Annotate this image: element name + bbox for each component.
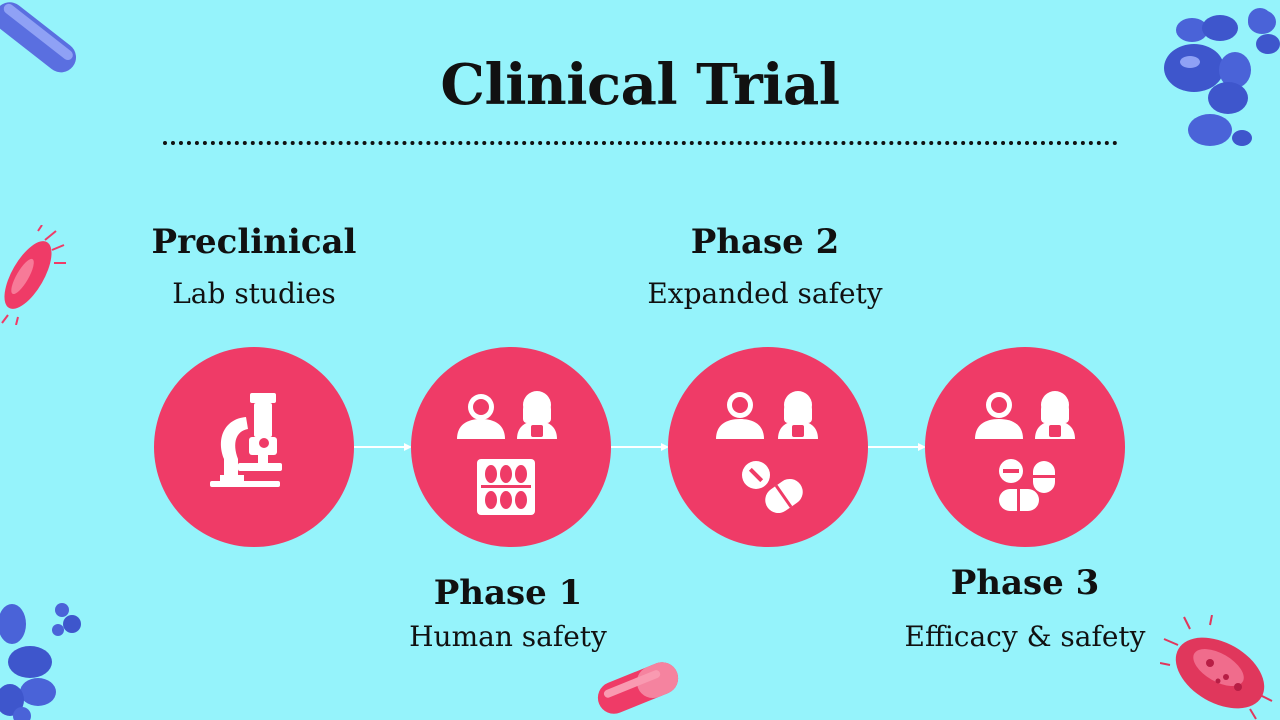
doctor-patient-capsules-icon <box>975 391 1075 511</box>
step-label-phase-2: Phase 2 Expanded safety <box>585 222 945 314</box>
step-heading: Phase 3 <box>950 563 1100 603</box>
dotted-divider <box>163 141 1118 145</box>
step-label-phase-3: Phase 3 Efficacy & safety <box>845 563 1205 657</box>
step-circle-preclinical <box>154 347 354 547</box>
step-circle-phase-2 <box>668 347 868 547</box>
germ-decoration-left <box>1 225 66 325</box>
bacteria-cluster-bottom-left <box>0 603 81 720</box>
capsule-decoration <box>0 2 77 73</box>
arrow-connector <box>868 443 926 451</box>
arrow-connector <box>354 443 412 451</box>
step-heading: Preclinical <box>151 222 357 262</box>
step-heading: Phase 2 <box>690 222 840 262</box>
germ-decoration-right <box>1160 615 1273 720</box>
page-title: Clinical Trial <box>440 52 840 118</box>
doctor-patient-blister-icon <box>457 391 557 515</box>
step-label-phase-1: Phase 1 Human safety <box>328 573 688 657</box>
arrow-connector <box>611 443 669 451</box>
step-circle-phase-1 <box>411 347 611 547</box>
step-subtitle: Expanded safety <box>647 277 883 310</box>
step-subtitle: Efficacy & safety <box>904 620 1146 653</box>
capsule-decoration-bottom <box>597 662 679 714</box>
step-subtitle: Human safety <box>409 620 607 653</box>
step-circle-phase-3 <box>925 347 1125 547</box>
bacteria-cluster-decoration <box>1164 8 1280 146</box>
microscope-icon <box>210 393 282 487</box>
step-label-preclinical: Preclinical Lab studies <box>74 222 434 314</box>
doctor-patient-pills-icon <box>716 391 818 514</box>
step-subtitle: Lab studies <box>172 277 336 310</box>
step-heading: Phase 1 <box>433 573 583 613</box>
